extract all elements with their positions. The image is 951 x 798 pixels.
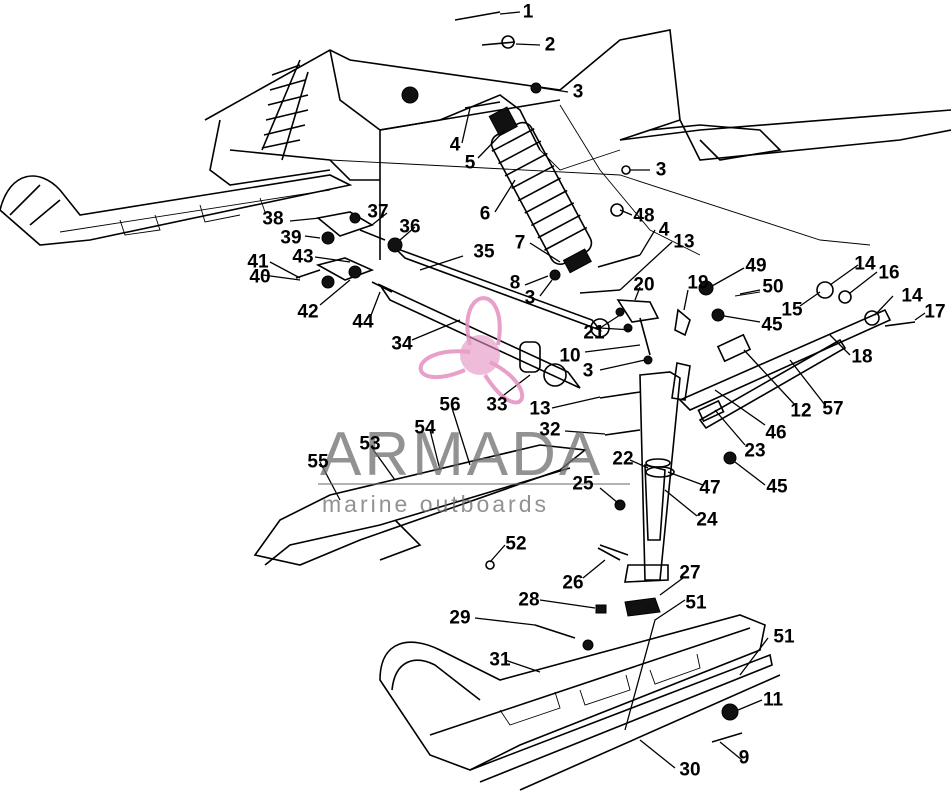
callout-label: 42 [297, 302, 318, 323]
callout-label: 49 [745, 256, 766, 277]
callout-label: 27 [679, 563, 700, 584]
callout-label: 43 [292, 247, 313, 268]
callout-label: 39 [280, 228, 301, 249]
callout-label: 50 [762, 277, 783, 298]
callout-label: 51 [685, 593, 707, 614]
callout-label: 26 [562, 573, 583, 594]
callout-label: 55 [307, 452, 329, 473]
watermark-brand: ARMADA [320, 420, 603, 489]
watermark: ARMADA marine outboards [318, 296, 630, 517]
callout-label: 40 [249, 267, 270, 288]
callout-label: 56 [439, 395, 460, 416]
callout-label: 38 [262, 209, 283, 230]
callout-label: 3 [583, 361, 594, 382]
callout-label: 54 [414, 418, 436, 439]
callout-label: 41 [247, 252, 269, 273]
callout-label: 5 [465, 153, 476, 174]
callout-label: 8 [510, 273, 521, 294]
callout-label: 22 [612, 449, 633, 470]
radius-rods [377, 247, 610, 389]
callout-label: 21 [583, 323, 605, 344]
callout-label: 13 [529, 399, 550, 420]
callout-label: 7 [515, 233, 526, 254]
callout-label: 17 [924, 302, 945, 323]
hardware [295, 11, 916, 743]
callout-label: 30 [679, 760, 700, 781]
callout-label: 13 [673, 232, 694, 253]
leader-lines [262, 11, 926, 769]
rear-ski-left [0, 174, 353, 246]
callout-label: 32 [539, 420, 560, 441]
callout-label: 12 [790, 401, 811, 422]
callout-label: 10 [559, 346, 580, 367]
callout-label: 44 [352, 312, 374, 333]
callout-label: 4 [450, 135, 461, 156]
callout-label: 35 [473, 242, 495, 263]
propeller-logo [418, 296, 525, 405]
callout-label: 4 [659, 220, 670, 241]
callout-label: 3 [525, 288, 536, 309]
callout-label: 16 [878, 263, 899, 284]
callout-label: 31 [489, 650, 511, 671]
callout-label: 57 [822, 399, 843, 420]
front-shock-absorber [488, 106, 593, 274]
callout-label: 52 [505, 534, 526, 555]
callout-label: 23 [744, 441, 765, 462]
callout-label: 29 [449, 608, 470, 629]
watermark-tagline: marine outboards [322, 491, 549, 517]
spring-pad [624, 597, 661, 617]
callout-label: 25 [572, 474, 594, 495]
callout-label: 14 [901, 286, 923, 307]
ski-middle [253, 444, 588, 566]
callout-label: 36 [399, 217, 420, 238]
callout-label: 2 [545, 35, 556, 56]
callout-label: 20 [633, 275, 654, 296]
callout-label: 48 [633, 206, 654, 227]
callout-label: 33 [486, 395, 507, 416]
callout-label: 51 [773, 627, 795, 648]
callout-label: 15 [781, 300, 803, 321]
callout-labels: 1 2 3 4 5 3 6 48 4 7 13 8 3 49 14 16 50 … [247, 2, 945, 781]
rear-shock-spring [261, 59, 309, 161]
tie-rods [678, 308, 892, 430]
callout-label: 46 [765, 423, 786, 444]
callout-label: 3 [656, 160, 667, 181]
callout-label: 28 [518, 590, 539, 611]
callout-label: 47 [699, 478, 720, 499]
callout-label: 19 [687, 273, 708, 294]
callout-label: 1 [523, 2, 534, 23]
callout-label: 45 [766, 477, 788, 498]
callout-label: 45 [761, 315, 783, 336]
callout-label: 9 [739, 748, 750, 769]
callout-label: 24 [696, 510, 718, 531]
spindle-strut [624, 362, 691, 583]
callout-label: 14 [854, 254, 876, 275]
callout-label: 37 [367, 202, 388, 223]
ski-lower [379, 614, 781, 791]
callout-label: 6 [480, 204, 491, 225]
callout-label: 34 [391, 334, 413, 355]
callout-label: 18 [851, 347, 872, 368]
callout-label: 3 [573, 82, 584, 103]
chassis-frame [204, 29, 951, 260]
callout-label: 53 [359, 434, 380, 455]
callout-label: 11 [763, 690, 784, 711]
